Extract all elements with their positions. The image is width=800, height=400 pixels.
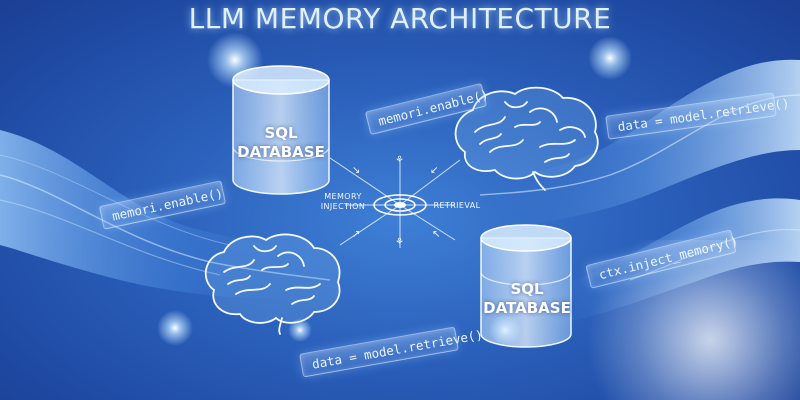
database-icon bbox=[232, 65, 330, 195]
hub-node bbox=[373, 194, 427, 216]
arrow-icon: ↙ bbox=[430, 165, 439, 176]
arrow-icon: ↘ bbox=[352, 165, 361, 176]
database-label: SQL DATABASE bbox=[483, 280, 571, 317]
brain-icon bbox=[454, 86, 599, 191]
memory-injection-label: MEMORY INJECTION bbox=[320, 192, 366, 211]
network-node-icon: ⚘ bbox=[395, 237, 405, 248]
arrow-icon: ↗ bbox=[352, 229, 361, 240]
brain-icon bbox=[204, 233, 341, 335]
network-node-icon: ⚘ bbox=[395, 155, 405, 166]
arrow-icon: ↖ bbox=[432, 229, 441, 240]
database-icon bbox=[480, 224, 572, 348]
page-title: LLM MEMORY ARCHITECTURE bbox=[188, 2, 612, 35]
database-label: SQL DATABASE bbox=[237, 124, 325, 161]
retrieval-label: RETRIEVAL bbox=[433, 201, 481, 210]
